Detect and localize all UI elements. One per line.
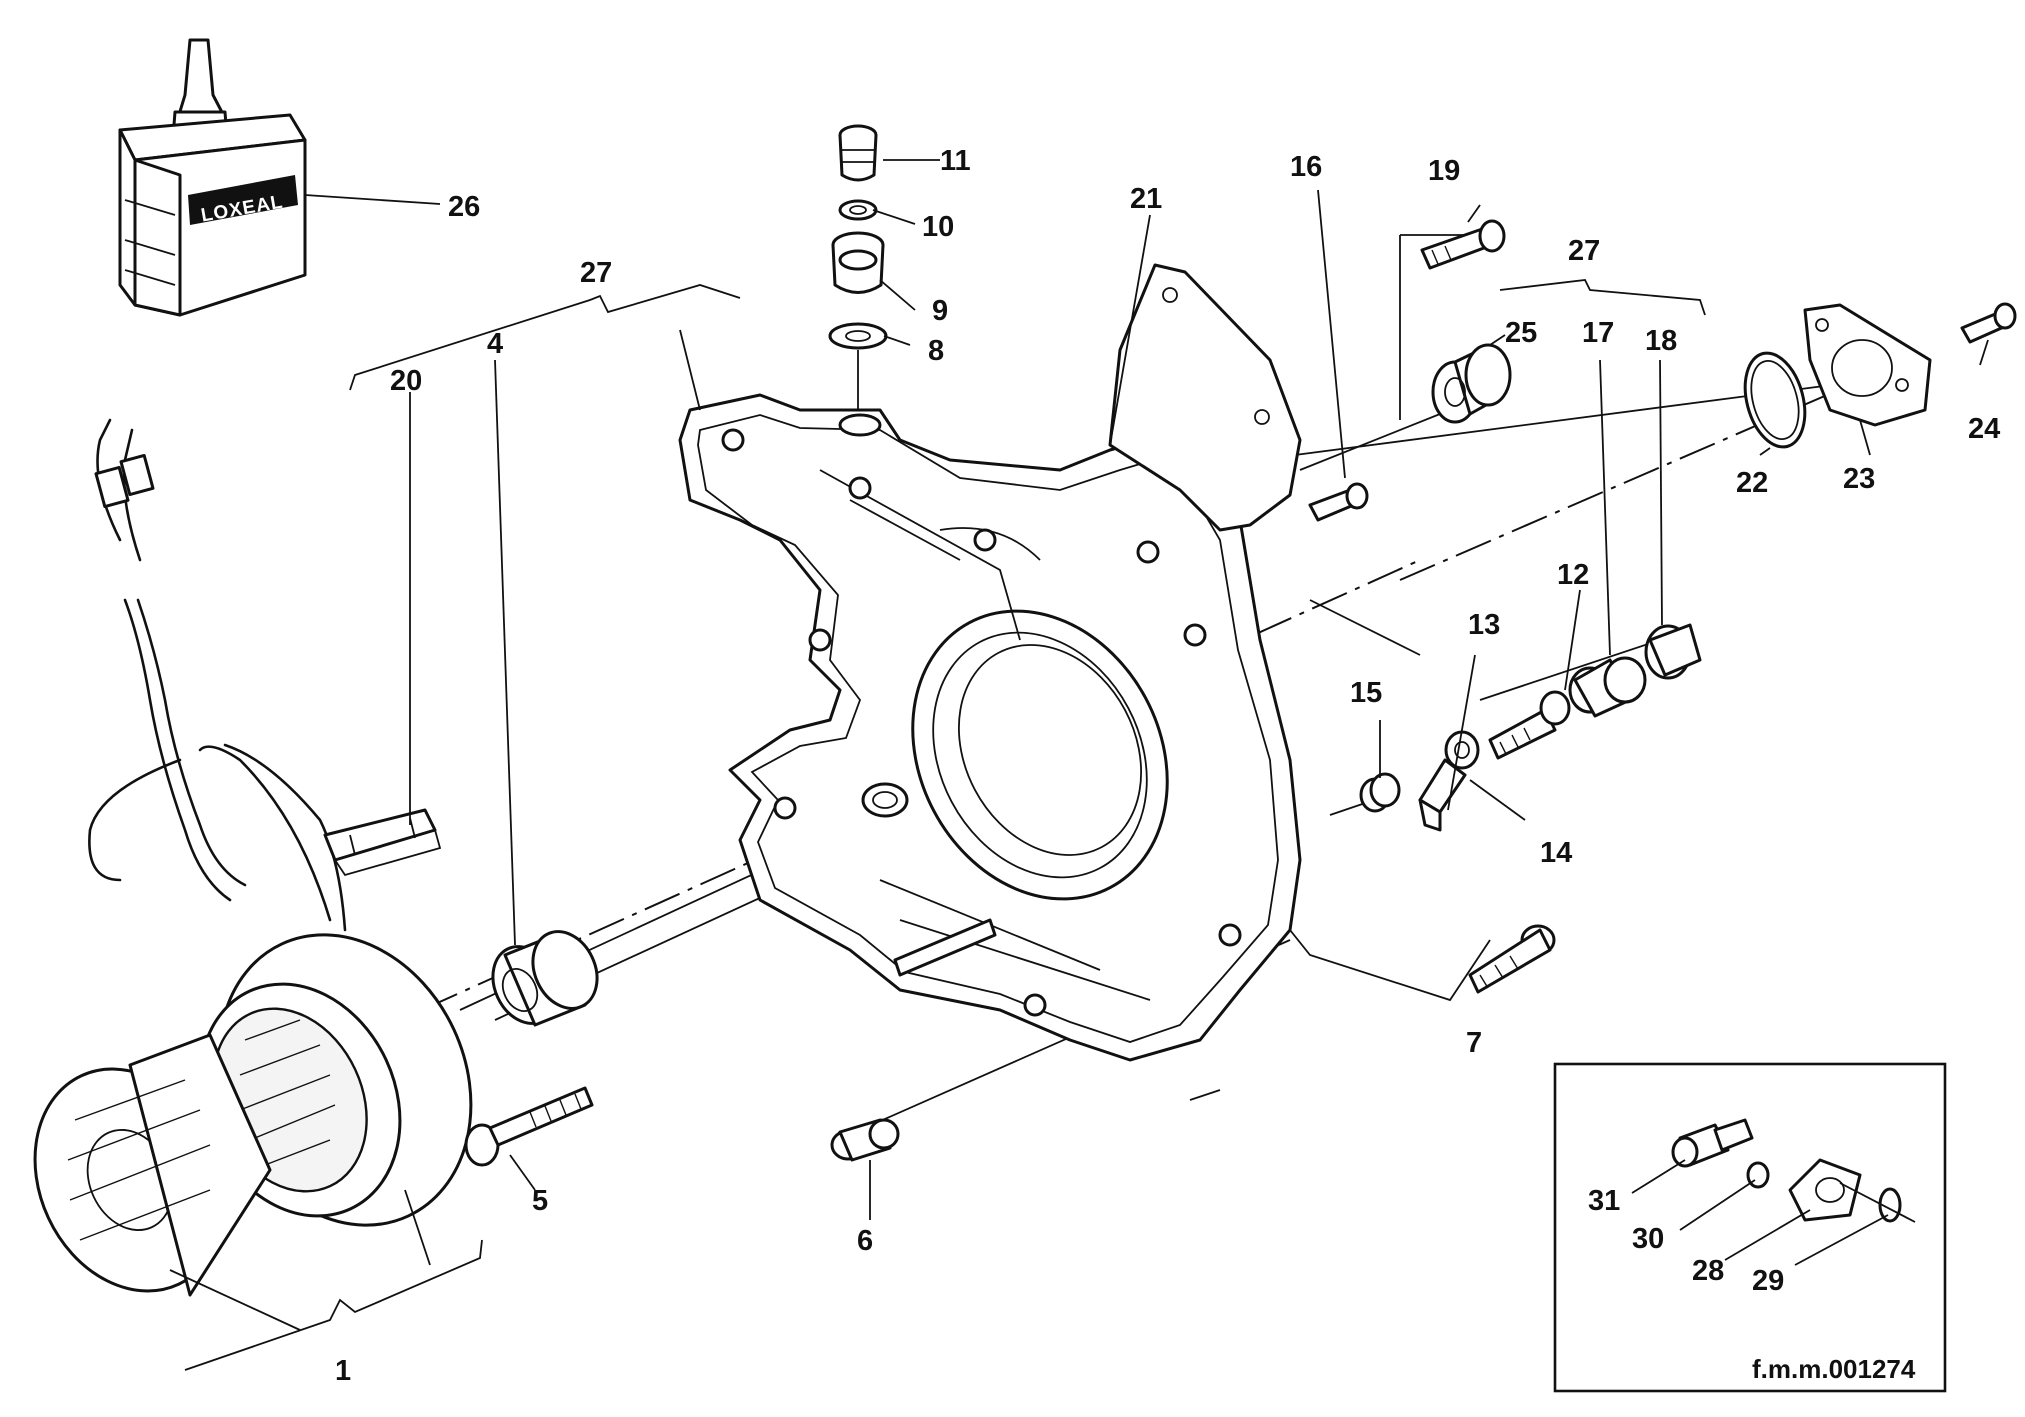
callout-13: 13 [1468, 609, 1500, 641]
callout-23: 23 [1843, 463, 1875, 495]
dowel-pin [830, 1118, 900, 1162]
callout-11: 11 [940, 145, 971, 177]
oil-plug-stack [828, 124, 888, 350]
callout-5: 5 [532, 1185, 548, 1217]
callout-27-right: 27 [1568, 235, 1600, 267]
figure-code: f.m.m.001274 [1752, 1354, 1916, 1384]
callout-12: 12 [1557, 559, 1589, 591]
callout-7: 7 [1466, 1027, 1482, 1059]
loxeal-sealant-bottle: LOXEAL [118, 38, 307, 317]
callout-29: 29 [1752, 1265, 1784, 1297]
callout-28: 28 [1692, 1255, 1724, 1287]
callout-26: 26 [448, 191, 480, 223]
callout-31: 31 [1588, 1185, 1620, 1217]
long-bolt [464, 1086, 594, 1167]
callout-22: 22 [1736, 467, 1768, 499]
right-flange [1743, 302, 2017, 449]
inset-detail [1553, 1062, 1947, 1393]
callout-24: 24 [1968, 413, 2000, 445]
callout-10: 10 [922, 211, 954, 243]
cover-plate [1108, 263, 1302, 532]
crankcase-cover [678, 393, 1302, 1062]
callout-6: 6 [857, 1225, 873, 1257]
woodruff-key [323, 808, 442, 877]
callout-20: 20 [390, 365, 422, 397]
callout-17: 17 [1582, 317, 1614, 349]
callout-8: 8 [928, 335, 944, 367]
callout-18: 18 [1645, 325, 1677, 357]
generator-rotor-stator [33, 418, 473, 1297]
callout-4: 4 [487, 328, 503, 360]
callout-19: 19 [1428, 155, 1460, 187]
callout-21: 21 [1130, 183, 1162, 215]
callout-30: 30 [1632, 1223, 1664, 1255]
callout-1: 1 [335, 1355, 351, 1387]
leader-lines [169, 159, 1989, 1371]
ball-bearing [491, 930, 599, 1027]
callout-9: 9 [932, 295, 948, 327]
callout-16: 16 [1290, 151, 1322, 183]
housing-bolt [1468, 924, 1556, 994]
small-hardware [1359, 623, 1702, 832]
callout-14: 14 [1540, 837, 1572, 869]
callout-15: 15 [1350, 677, 1382, 709]
callout-25: 25 [1505, 317, 1537, 349]
callout-labels: 11 10 9 8 26 27 27 20 4 21 16 19 25 17 1… [335, 145, 2000, 1387]
callout-27-left: 27 [580, 257, 612, 289]
upper-hardware [1308, 219, 1512, 522]
